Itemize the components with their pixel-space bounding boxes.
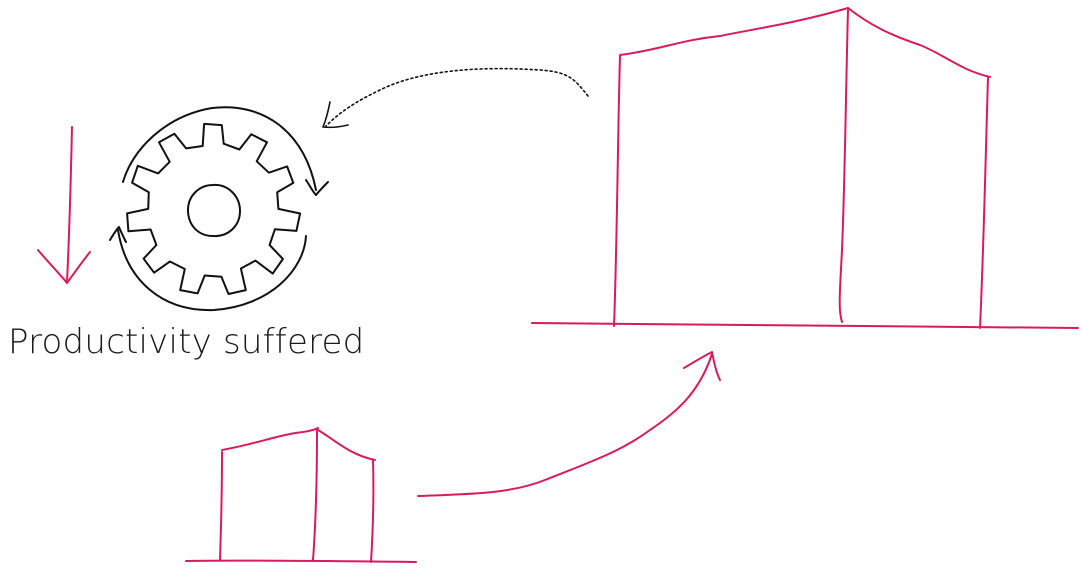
- dotted-arrow: [323, 69, 588, 128]
- rotation-arrow-top-head: [306, 180, 328, 195]
- caption-productivity-suffered: Productivity suffered: [8, 322, 364, 362]
- rotation-arrow-bottom: [118, 230, 306, 310]
- small-building-right-wall: [371, 460, 373, 562]
- small-building-middle-wall: [313, 430, 317, 560]
- small-building-roof-left: [222, 428, 318, 450]
- large-building-middle-wall: [840, 10, 848, 322]
- large-building-right-wall: [980, 78, 988, 328]
- dotted-arrow-head: [323, 102, 348, 127]
- growth-arrow: [418, 352, 720, 496]
- small-building-sketch: [186, 428, 416, 562]
- gear-hub-circle: [188, 185, 240, 236]
- small-building-roof-right: [318, 430, 375, 460]
- gear-teeth-outline: [127, 124, 300, 294]
- large-building-roof-right: [848, 8, 990, 77]
- large-building-sketch: [532, 8, 1078, 328]
- growth-arrow-curve: [418, 354, 712, 496]
- down-arrow-shaft: [67, 127, 72, 282]
- down-arrow: [38, 127, 90, 283]
- down-arrow-head: [38, 250, 90, 283]
- dotted-arrow-curve: [326, 69, 588, 126]
- large-building-roof-left: [620, 8, 848, 55]
- large-building-left-wall: [614, 56, 620, 326]
- rotation-arrow-top: [123, 107, 316, 190]
- gear-icon: [110, 107, 328, 310]
- small-building-left-wall: [220, 452, 222, 560]
